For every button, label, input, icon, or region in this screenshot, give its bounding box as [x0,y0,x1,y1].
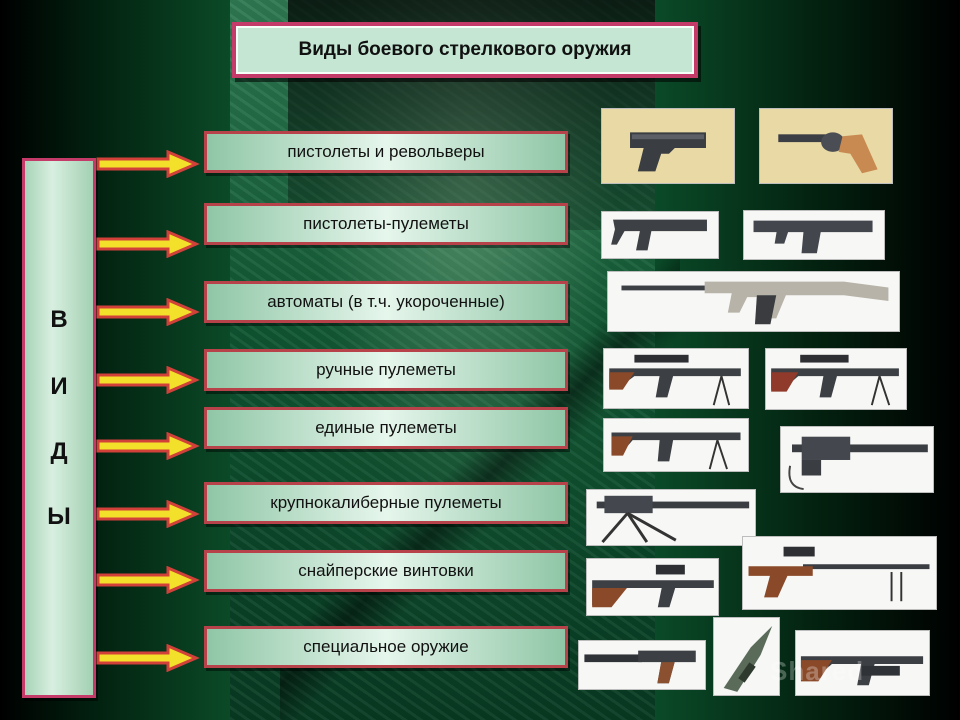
arrow-right-icon [96,366,200,394]
arrow-right-icon [96,500,200,528]
category-pistols-revolvers: пистолеты и револьверы [204,131,568,173]
arrow-right-icon [96,644,200,672]
light-machine-gun-photo-2 [765,348,907,410]
vertical-letter: В [50,306,68,333]
grenade-launcher-rifle-photo [795,630,930,696]
revolver-photo [759,108,893,184]
arrow-right-icon [96,230,200,258]
combat-knife-photo [713,617,780,696]
types-label-box: В И Д Ы [22,158,96,698]
smg-photo-1 [601,211,719,259]
watermark-text: Shared [770,656,865,686]
silenced-pistol-photo [578,640,706,690]
vertical-letter: И [50,373,68,400]
light-machine-gun-photo-1 [603,348,749,409]
category-general-purpose-machine-guns: единые пулеметы [204,407,568,449]
arrow-right-icon [96,432,200,460]
category-heavy-machine-guns: крупнокалиберные пулеметы [204,482,568,524]
assault-rifle-photo [607,271,900,332]
arrow-right-icon [96,298,200,326]
vertical-letter: Д [50,438,68,465]
sniper-rifle-photo-1 [586,558,719,616]
smg-photo-2 [743,210,885,260]
general-purpose-machine-gun-photo-1 [603,418,749,472]
page-title: Виды боевого стрелкового оружия [232,22,698,78]
category-submachine-guns: пистолеты-пулеметы [204,203,568,245]
category-special-weapons: специальное оружие [204,626,568,668]
arrow-right-icon [96,566,200,594]
category-assault-rifles: автоматы (в т.ч. укороченные) [204,281,568,323]
pistol-photo [601,108,735,184]
category-light-machine-guns: ручные пулеметы [204,349,568,391]
arrow-right-icon [96,150,200,178]
general-purpose-machine-gun-photo-2 [780,426,934,493]
sniper-rifle-photo-2 [742,536,937,610]
category-sniper-rifles: снайперские винтовки [204,550,568,592]
heavy-machine-gun-photo [586,489,756,546]
vertical-letter: Ы [47,503,71,530]
